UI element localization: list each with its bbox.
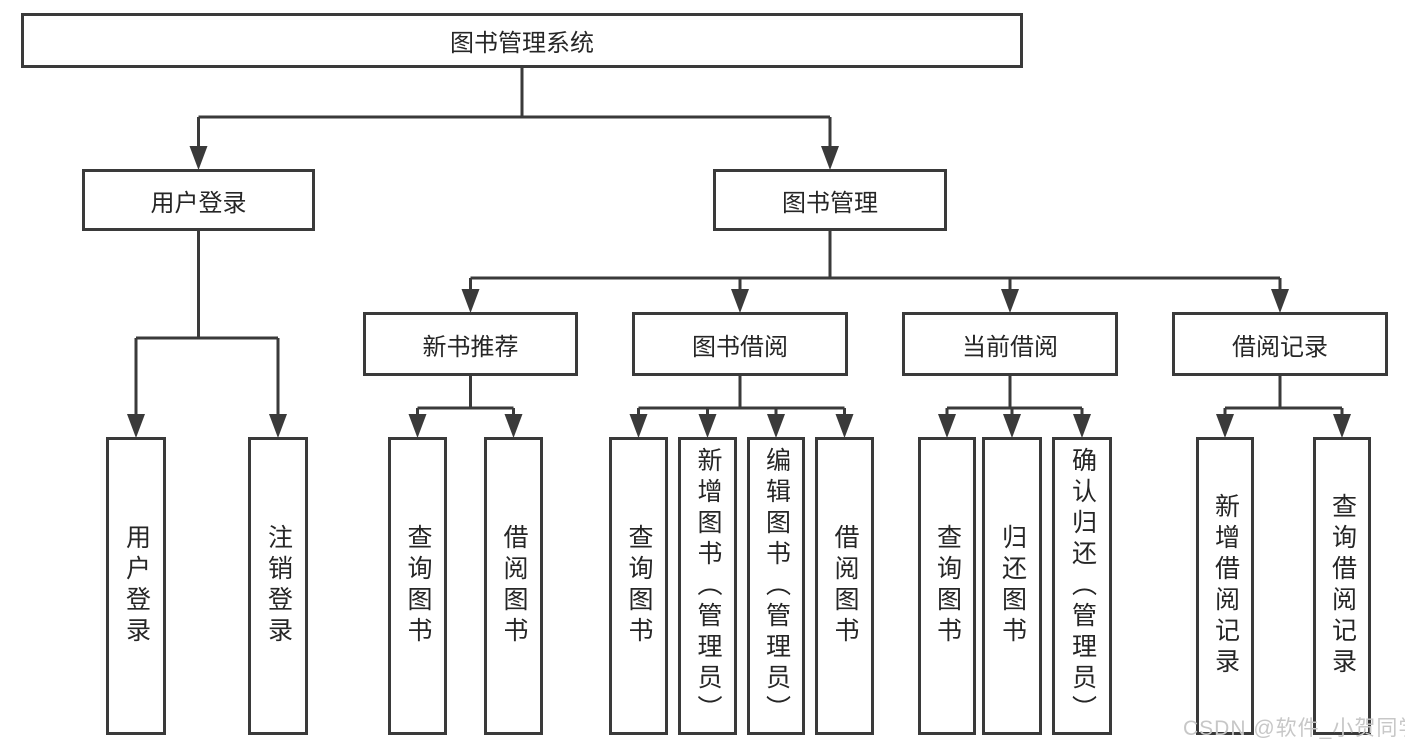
node-label: 新增图书（管理员） — [694, 446, 722, 726]
node-bb-lend: 借阅图书 — [815, 437, 874, 735]
node-label: 归还图书 — [998, 524, 1027, 648]
node-label: 注销登录 — [264, 524, 293, 648]
csdn-watermark: CSDN @软件_小贺同学 — [1183, 717, 1405, 740]
node-cb-confirm: 确认归还（管理员） — [1052, 437, 1112, 735]
node-label: 查询图书 — [933, 524, 962, 648]
node-current: 当前借阅 — [902, 312, 1118, 376]
node-nb-borrow: 借阅图书 — [484, 437, 543, 735]
node-bb-add: 新增图书（管理员） — [678, 437, 737, 735]
node-label: 当前借阅 — [962, 333, 1058, 361]
node-label: 借阅图书 — [831, 524, 859, 648]
node-user-login: 用户登录 — [82, 169, 315, 231]
node-br-query: 查询借阅记录 — [1313, 437, 1371, 735]
node-label: 借阅记录 — [1232, 333, 1328, 361]
node-book-mgmt: 图书管理 — [713, 169, 947, 231]
node-label: 确认归还（管理员） — [1068, 446, 1097, 726]
node-new-book: 新书推荐 — [363, 312, 578, 376]
node-ul-login: 用户登录 — [106, 437, 166, 735]
node-root: 图书管理系统 — [21, 13, 1023, 68]
node-label: 图书管理 — [782, 189, 878, 217]
node-bb-query: 查询图书 — [609, 437, 668, 735]
node-label: 查询图书 — [404, 524, 432, 648]
node-label: 新增借阅记录 — [1211, 493, 1240, 679]
node-cb-return: 归还图书 — [982, 437, 1042, 735]
node-label: 借阅图书 — [500, 524, 528, 648]
node-label: 图书管理系统 — [450, 30, 594, 57]
node-cb-query: 查询图书 — [918, 437, 976, 735]
node-label: 查询借阅记录 — [1328, 493, 1357, 679]
node-label: 新书推荐 — [422, 333, 519, 361]
node-br-add: 新增借阅记录 — [1196, 437, 1254, 735]
node-record: 借阅记录 — [1172, 312, 1388, 376]
node-nb-query: 查询图书 — [388, 437, 447, 735]
node-bb-edit: 编辑图书（管理员） — [747, 437, 805, 735]
node-borrow: 图书借阅 — [632, 312, 848, 376]
node-label: 用户登录 — [122, 524, 151, 648]
node-label: 查询图书 — [625, 524, 653, 648]
node-label: 用户登录 — [150, 189, 247, 217]
node-label: 编辑图书（管理员） — [762, 446, 791, 726]
node-ul-logout: 注销登录 — [248, 437, 308, 735]
node-label: 图书借阅 — [692, 333, 788, 361]
